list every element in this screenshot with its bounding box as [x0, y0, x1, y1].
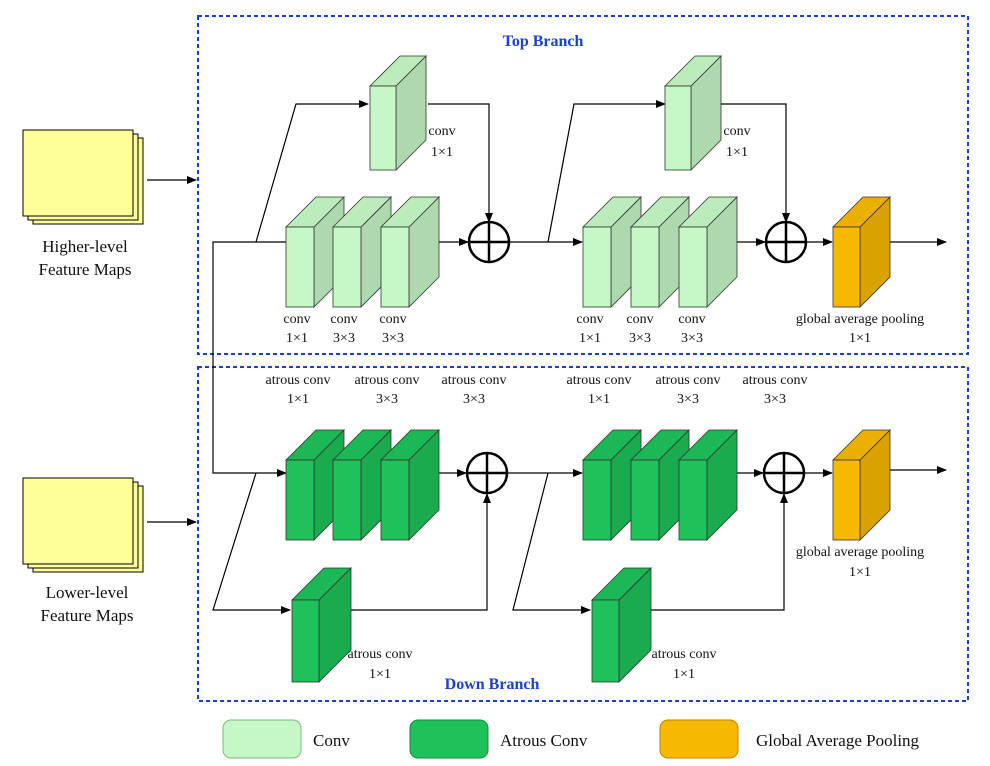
top-stack-b-l1-1: conv	[576, 312, 603, 327]
down-gap-label-2: 1×1	[849, 565, 871, 580]
down-gap-label-1: global average pooling	[796, 545, 924, 560]
top-stack-b-conv3	[678, 196, 738, 308]
top-gap-block	[832, 196, 891, 308]
down-side-a-label-1: atrous conv	[348, 647, 413, 662]
top-stack-a-l2-1: conv	[330, 312, 357, 327]
top-stack-b-l1-2: 1×1	[579, 331, 601, 346]
top-stack-b-l3-2: 3×3	[681, 331, 703, 346]
down-side-atrous-b	[591, 567, 652, 683]
down-stack-a-l2-1: atrous conv	[355, 373, 420, 388]
down-stack-b-l2-2: 3×3	[677, 392, 699, 407]
down-stack-a-l3-1: atrous conv	[442, 373, 507, 388]
down-stack-b-l2-1: atrous conv	[656, 373, 721, 388]
down-branch-title: Down Branch	[445, 676, 540, 693]
lower-level-label-1: Lower-level	[46, 583, 129, 602]
lower-level-feature-maps	[22, 477, 144, 573]
down-side-atrous-a	[291, 567, 352, 683]
top-stack-b-l2-2: 3×3	[629, 331, 651, 346]
top-side-a-label-2: 1×1	[431, 145, 453, 160]
top-stack-b-l2-1: conv	[626, 312, 653, 327]
legend-gap-swatch	[659, 719, 739, 759]
top-gap-label-2: 1×1	[849, 331, 871, 346]
down-branch-frame	[197, 366, 969, 702]
higher-level-label-1: Higher-level	[42, 237, 128, 256]
top-conv1x1-side-a	[369, 55, 427, 171]
top-skip-out-b	[710, 103, 790, 223]
down-side-a-label-2: 1×1	[369, 667, 391, 682]
down-skip-in-a	[212, 472, 291, 614]
top-skip-in-b	[547, 100, 666, 243]
down-gap-block	[832, 429, 891, 541]
down-stack-b-l1-2: 1×1	[588, 392, 610, 407]
top-side-b-label-1: conv	[723, 124, 750, 139]
top-branch-frame	[197, 15, 969, 355]
down-skip-in-b	[512, 472, 591, 614]
down-side-b-label-1: atrous conv	[652, 647, 717, 662]
down-sum-node-a	[465, 451, 509, 495]
higher-level-feature-maps	[22, 129, 144, 225]
top-skip-out-a	[428, 103, 493, 223]
legend-conv-swatch	[222, 719, 302, 759]
down-stack-b-l3-1: atrous conv	[743, 373, 808, 388]
legend-gap-label: Global Average Pooling	[756, 731, 920, 750]
legend-conv-label: Conv	[313, 731, 350, 750]
cross-branch-connector	[212, 241, 287, 477]
down-sum-node-b	[762, 451, 806, 495]
down-side-b-label-2: 1×1	[673, 667, 695, 682]
top-gap-label-1: global average pooling	[796, 312, 924, 327]
top-stack-a-conv3	[380, 196, 440, 308]
top-skip-in-a	[255, 100, 369, 243]
down-stack-b-l1-1: atrous conv	[567, 373, 632, 388]
top-conv1x1-side-b	[664, 55, 722, 171]
top-sum-node-a	[467, 220, 511, 264]
top-stack-a-l1-1: conv	[283, 312, 310, 327]
down-stack-a-l1-2: 1×1	[287, 392, 309, 407]
legend-atrous-label: Atrous Conv	[500, 731, 588, 750]
down-stack-a-atrous3	[380, 429, 440, 541]
top-stack-a-l1-2: 1×1	[286, 331, 308, 346]
top-stack-b-l3-1: conv	[678, 312, 705, 327]
higher-level-label-2: Feature Maps	[38, 260, 131, 279]
down-stack-b-l3-2: 3×3	[764, 392, 786, 407]
top-side-b-label-2: 1×1	[726, 145, 748, 160]
down-stack-a-l1-1: atrous conv	[266, 373, 331, 388]
top-side-a-label-1: conv	[428, 124, 455, 139]
lower-level-label-2: Feature Maps	[40, 606, 133, 625]
down-skip-out-a	[330, 493, 491, 611]
top-sum-node-b	[764, 220, 808, 264]
top-stack-a-l3-1: conv	[379, 312, 406, 327]
legend-atrous-swatch	[409, 719, 489, 759]
down-stack-b-atrous3	[678, 429, 738, 541]
down-stack-a-l2-2: 3×3	[376, 392, 398, 407]
top-branch-title: Top Branch	[503, 33, 584, 50]
top-stack-a-l3-2: 3×3	[382, 331, 404, 346]
down-stack-a-l3-2: 3×3	[463, 392, 485, 407]
down-skip-out-b	[628, 493, 788, 611]
top-stack-a-l2-2: 3×3	[333, 331, 355, 346]
